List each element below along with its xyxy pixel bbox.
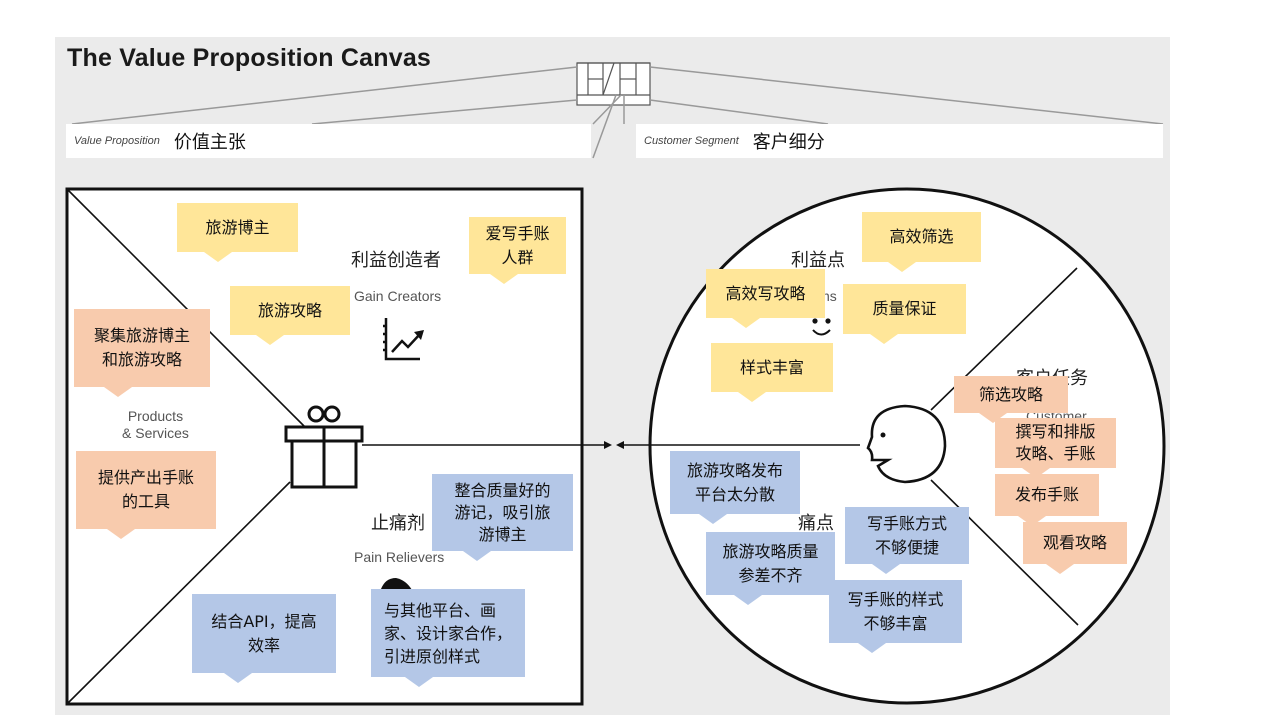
sticky-note-product-service[interactable]: 提供产出手账 的工具 <box>76 451 216 539</box>
zoom-line <box>71 66 578 125</box>
value-proposition-label-zh: 价值主张 <box>173 132 246 153</box>
sticky-note-pain[interactable]: 写手账方式 不够便捷 <box>845 507 969 574</box>
customer-segment-label-zh: 客户细分 <box>752 132 825 153</box>
sticky-note-gain[interactable]: 高效筛选 <box>862 212 981 272</box>
zoom-line <box>649 99 829 125</box>
sticky-note-gain[interactable]: 高效写攻略 <box>706 269 825 328</box>
mini-canvas-icon <box>576 62 651 106</box>
products-label-line1: Products <box>127 408 184 424</box>
sticky-note-customer-job[interactable]: 撰写和排版 攻略、手账 <box>995 418 1116 478</box>
sticky-note-gain-creator[interactable]: 爱写手账 人群 <box>469 217 566 284</box>
customer-segment-label-en: Customer Segment <box>644 135 739 147</box>
face-icon <box>866 404 947 484</box>
arrow-right-icon <box>604 441 612 449</box>
sticky-note-product-service[interactable]: 聚集旅游博主 和旅游攻略 <box>74 309 210 397</box>
sticky-note-pain[interactable]: 旅游攻略发布 平台太分散 <box>670 451 800 524</box>
sticky-note-pain-reliever[interactable]: 整合质量好的 游记，吸引旅 游博主 <box>432 474 573 561</box>
sticky-note-gain[interactable]: 样式丰富 <box>711 343 833 402</box>
gain-creators-label-en: Gain Creators <box>354 288 442 304</box>
chart-rising-icon <box>383 318 424 361</box>
sticky-note-pain[interactable]: 写手账的样式 不够丰富 <box>829 580 962 653</box>
customer-segment-header: Customer Segment 客户细分 <box>636 124 1163 158</box>
gains-label-en: ns <box>822 288 837 304</box>
zoom-line <box>592 94 617 159</box>
gift-icon <box>284 405 364 489</box>
sticky-note-gain-creator[interactable]: 旅游博主 <box>177 203 298 262</box>
value-map-diagonal-bottom <box>67 481 291 704</box>
pain-relievers-label-en: Pain Relievers <box>354 549 445 565</box>
sticky-note-gain[interactable]: 质量保证 <box>843 284 966 344</box>
smiley-icon <box>812 318 831 336</box>
zoom-line <box>592 94 622 125</box>
gain-creators-label-zh: 利益创造者 <box>351 250 441 271</box>
customer-profile-line-bottom <box>930 479 1079 626</box>
pill-icon <box>380 578 412 592</box>
sticky-note-gain-creator[interactable]: 旅游攻略 <box>230 286 350 345</box>
sticky-note-pain-reliever[interactable]: 与其他平台、画 家、设计家合作， 引进原创样式 <box>371 589 525 687</box>
zoom-line <box>311 99 578 125</box>
sticky-note-pain[interactable]: 旅游攻略质量 参差不齐 <box>706 532 835 605</box>
page-title: The Value Proposition Canvas <box>67 44 432 72</box>
sticky-note-customer-job[interactable]: 观看攻略 <box>1023 522 1127 574</box>
pains-label-zh: 痛点 <box>798 513 834 534</box>
arrow-left-icon <box>616 441 624 449</box>
pain-relievers-label-zh: 止痛剂 <box>371 513 425 534</box>
zoom-line <box>649 66 1164 125</box>
gains-label-zh: 利益点 <box>791 250 845 271</box>
sticky-note-customer-job[interactable]: 发布手账 <box>995 474 1099 526</box>
sticky-note-customer-job[interactable]: 筛选攻略 <box>954 376 1068 423</box>
sticky-note-pain-reliever[interactable]: 结合API，提高 效率 <box>192 594 336 683</box>
products-label-line2: & Services <box>122 425 189 441</box>
value-proposition-label-en: Value Proposition <box>74 135 160 147</box>
value-map-diagonal-top <box>67 189 306 428</box>
products-services-label: Products & Services <box>122 408 189 442</box>
value-proposition-header: Value Proposition 价值主张 <box>66 124 591 158</box>
